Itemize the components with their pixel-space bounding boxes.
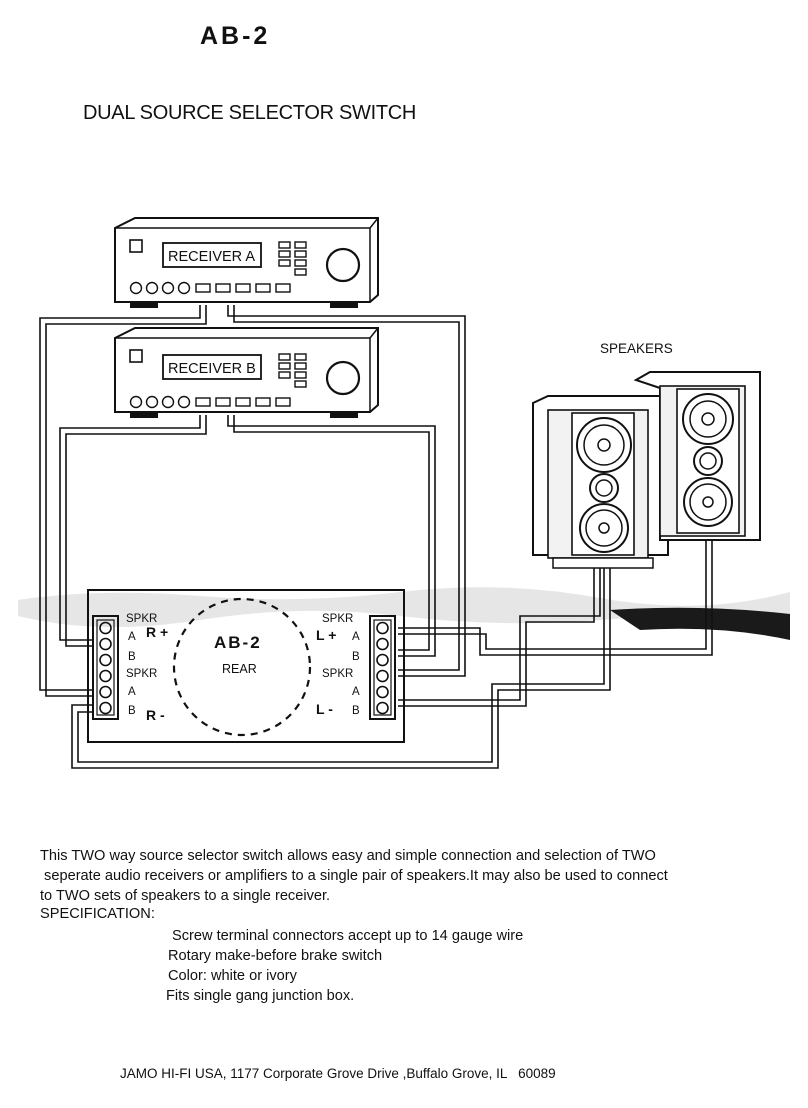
left-spkr-label-1: SPKR: [126, 613, 157, 625]
right-b-label-1: B: [352, 651, 360, 663]
right-l-plus-label: L +: [316, 627, 336, 643]
wiring: [39, 305, 713, 769]
footer-address: JAMO HI-FI USA, 1177 Corporate Grove Dri…: [120, 1066, 556, 1081]
rotary-switch-outline: [172, 597, 312, 737]
right-l-minus-label: L -: [316, 701, 333, 717]
switch-model-label: AB-2: [214, 633, 262, 652]
switch-plate: AB-2 REAR SPKR A B S: [87, 589, 405, 743]
right-a-label-2: A: [352, 686, 360, 698]
spec-item: Rotary make-before brake switch: [168, 948, 383, 964]
left-a-label-1: A: [128, 631, 136, 643]
left-terminal-block: [92, 615, 119, 720]
left-b-label-1: B: [128, 651, 136, 663]
page-title: AB-2: [200, 22, 271, 50]
right-b-label-2: B: [352, 705, 360, 717]
left-r-plus-label: R +: [146, 624, 168, 640]
left-r-minus-label: R -: [146, 707, 165, 723]
speakers-label: SPEAKERS: [600, 341, 673, 356]
right-spkr-label-2: SPKR: [322, 668, 353, 680]
left-a-label-2: A: [128, 686, 136, 698]
right-a-label-1: A: [352, 631, 360, 643]
description: This TWO way source selector switch allo…: [40, 846, 780, 906]
receiver-a-label: RECEIVER A: [168, 249, 255, 265]
switch-rear-label: REAR: [222, 662, 257, 676]
right-terminal-block: [369, 615, 396, 720]
left-spkr-label-2: SPKR: [126, 668, 157, 680]
spec-item: Fits single gang junction box.: [166, 988, 355, 1004]
receiver-b-label: RECEIVER B: [168, 361, 256, 377]
receiver-b: RECEIVER B: [114, 327, 379, 418]
spec-item: Color: white or ivory: [168, 968, 297, 984]
spec-item: Screw terminal connectors accept up to 1…: [172, 928, 524, 944]
speaker-right: [633, 371, 761, 541]
description-line-2: seperate audio receivers or amplifiers t…: [40, 868, 668, 884]
right-spkr-label-1: SPKR: [322, 613, 353, 625]
wiring-diagram: RECEIVER A RECEIVER B: [18, 217, 790, 769]
left-b-label-2: B: [128, 705, 136, 717]
page-subtitle: DUAL SOURCE SELECTOR SWITCH: [83, 102, 417, 124]
description-line-3: to TWO sets of speakers to a single rece…: [40, 888, 331, 904]
specification-title: SPECIFICATION:: [40, 906, 155, 922]
specification-list: Screw terminal connectors accept up to 1…: [166, 926, 524, 1006]
receiver-a: RECEIVER A: [114, 217, 379, 308]
speaker-left: [532, 395, 669, 569]
description-line-1: This TWO way source selector switch allo…: [40, 848, 656, 864]
